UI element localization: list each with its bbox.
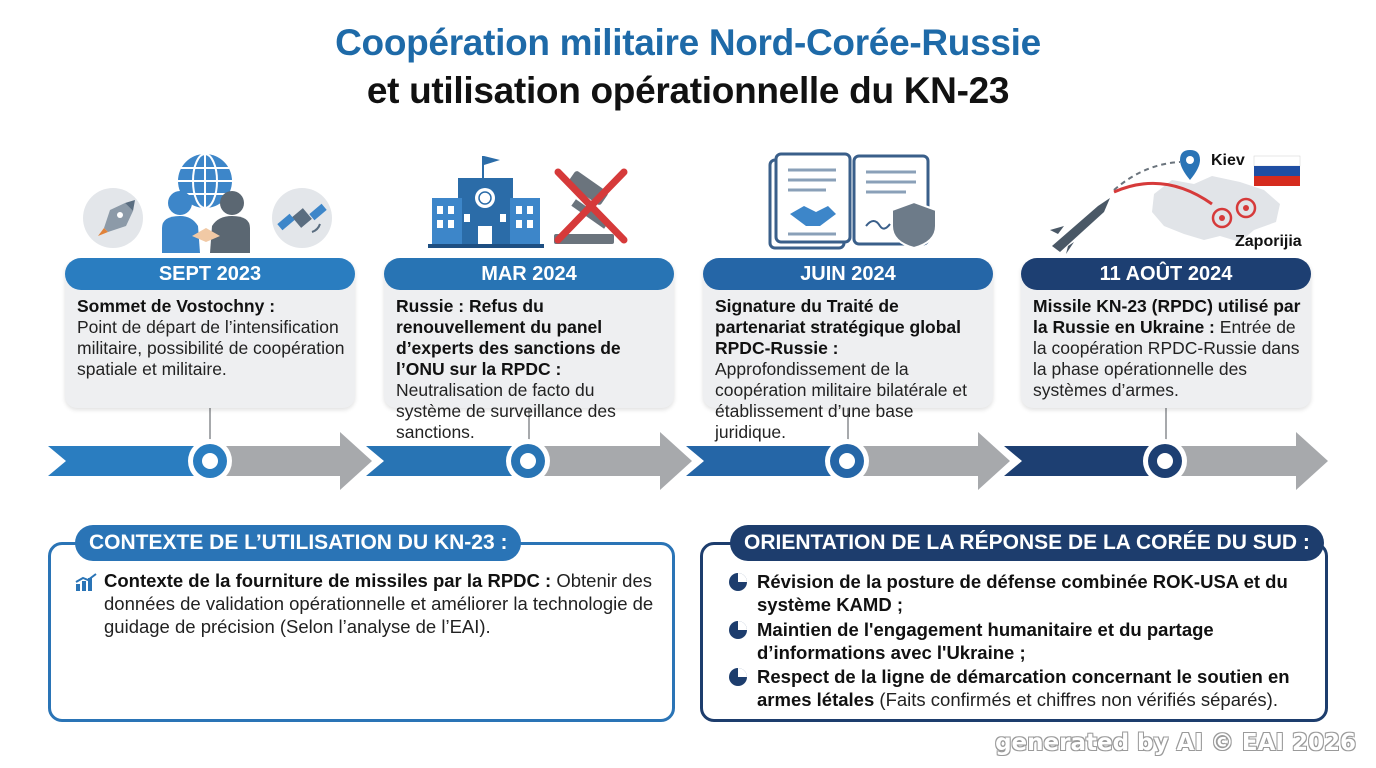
summit-icon-group xyxy=(83,153,332,253)
treaty-icon-group xyxy=(768,152,937,250)
un-icon-group xyxy=(428,156,628,248)
map-label-zaporijia: Zaporijia xyxy=(1235,233,1302,250)
satellite-icon xyxy=(272,188,332,248)
response-item-note: (Faits confirmés et chiffres non vérifié… xyxy=(879,689,1278,710)
location-pin-icon xyxy=(1180,150,1200,180)
event-body: Approfondissement de la coopération mili… xyxy=(715,359,967,442)
map-label-kiev: Kiev xyxy=(1211,152,1245,169)
pie-bullet-icon xyxy=(729,668,747,686)
globe-icon xyxy=(178,153,232,209)
timeline-connector xyxy=(847,408,849,444)
document-handshake-icon xyxy=(768,152,852,250)
timeline-node xyxy=(1143,439,1187,483)
rocket-icon xyxy=(83,188,143,248)
event-body: Neutralisation de facto du système de su… xyxy=(396,380,616,442)
event-head: Missile KN-23 (RPDC) utilisé par la Russ… xyxy=(1033,296,1301,337)
timeline-node xyxy=(825,439,869,483)
pie-bullet-icon xyxy=(729,621,747,639)
context-title: CONTEXTE DE L’UTILISATION DU KN-23 : xyxy=(75,525,522,561)
event-head: Sommet de Vostochny : xyxy=(77,296,276,316)
trajectory-kiev-line xyxy=(1113,161,1181,191)
event-body: Entrée de la coopération RPDC-Russie dan… xyxy=(1033,317,1300,400)
title-line-2: et utilisation opérationnelle du KN-23 xyxy=(366,70,1010,111)
watermark: generated by AI © EAI 2026 xyxy=(995,730,1356,756)
missile-map-icon-group xyxy=(1050,150,1301,254)
timeline-connector xyxy=(209,408,211,444)
title-line-1: Coopération militaire Nord-Corée-Russie xyxy=(335,22,1041,63)
ukraine-map-icon xyxy=(1152,176,1280,242)
pie-bullet-icon xyxy=(729,573,747,591)
response-title: ORIENTATION DE LA RÉPONSE DE LA CORÉE DU… xyxy=(730,525,1324,561)
context-note: (Selon l’analyse de l’EAI). xyxy=(279,616,491,637)
response-item-head: Respect de la ligne de démarcation conce… xyxy=(757,666,1290,710)
timeline-connector xyxy=(528,408,530,444)
response-item-head: Maintien de l'engagement humanitaire et … xyxy=(757,619,1214,663)
trajectory-zaporijia-line xyxy=(1113,181,1213,206)
context-item: Contexte de la fourniture de missiles pa… xyxy=(104,569,659,638)
un-building-icon xyxy=(428,156,544,248)
document-shield-icon xyxy=(852,154,937,250)
context-head: Contexte de la fourniture de missiles pa… xyxy=(104,570,552,591)
event-date-pill: JUIN 2024 xyxy=(703,258,993,290)
event-head: Signature du Traité de partenariat strat… xyxy=(715,296,962,358)
context-body: Obtenir des données de validation opérat… xyxy=(104,570,654,637)
missile-icon xyxy=(1050,198,1110,254)
response-item: Révision de la posture de défense combin… xyxy=(757,570,1312,616)
response-item: Maintien de l'engagement humanitaire et … xyxy=(757,618,1312,664)
response-item-head: Révision de la posture de défense combin… xyxy=(757,571,1288,615)
event-head: Russie : Refus du renouvellement du pane… xyxy=(396,296,621,379)
target-icon xyxy=(1211,197,1257,229)
event-date-pill: MAR 2024 xyxy=(384,258,674,290)
russia-flag-icon xyxy=(1253,155,1301,186)
timeline-node xyxy=(188,439,232,483)
event-date-pill: SEPT 2023 xyxy=(65,258,355,290)
event-body: Point de départ de l’intensification mil… xyxy=(77,317,345,379)
chart-bars-icon xyxy=(75,573,97,591)
timeline-connector xyxy=(1165,408,1167,444)
response-item: Respect de la ligne de démarcation conce… xyxy=(757,665,1312,711)
event-date-pill: 11 AOÛT 2024 xyxy=(1021,258,1311,290)
handshake-people-icon xyxy=(162,191,250,253)
response-box xyxy=(700,542,1328,722)
timeline-arrows xyxy=(48,432,1328,490)
timeline-node xyxy=(506,439,550,483)
gavel-crossed-icon xyxy=(554,168,628,244)
